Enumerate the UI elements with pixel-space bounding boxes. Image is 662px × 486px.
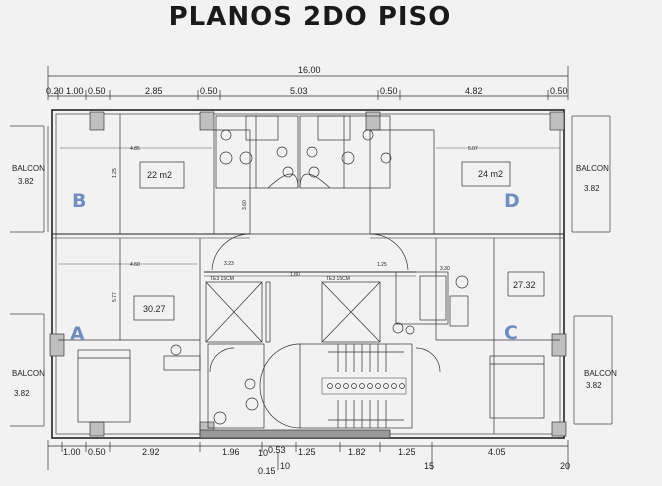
dim-top-3: 0.50 [88, 86, 106, 96]
dim-top-5: 0.50 [200, 86, 218, 96]
columns [49, 111, 567, 437]
dim-total: 16.00 [298, 65, 321, 75]
dim-top-9: 0.50 [550, 86, 568, 96]
dim-top-8: 4.82 [465, 86, 483, 96]
dim-bottom-11: 0.15 [258, 466, 276, 476]
dim-small-7: 3.60 [242, 200, 248, 210]
dim-small-10: 1.25 [377, 262, 387, 268]
dim-bottom-7: 1.25 [298, 447, 316, 457]
unit-c-area: 27.32 [513, 280, 536, 290]
dim-small-3: 4.60 [130, 262, 140, 268]
dim-small-2: 5.07 [468, 146, 478, 152]
unit-d-area: 24 m2 [478, 169, 503, 179]
balcon-bottom-left-label: BALCON [12, 369, 45, 378]
dim-top-4: 2.85 [145, 86, 163, 96]
dim-top-1: 0.20 [46, 86, 64, 96]
balcon-bottom-right-label: BALCON [584, 369, 617, 378]
unit-b-area: 22 m2 [147, 170, 172, 180]
dim-top-7: 0.50 [380, 86, 398, 96]
balcon-top-right-label: BALCON [576, 164, 609, 173]
page-title: PLANOS 2DO PISO [168, 2, 452, 32]
dim-bottom-14: 20 [560, 461, 570, 471]
dim-bottom-2: 0.50 [88, 447, 106, 457]
dim-small-4: 1.25 [112, 168, 118, 178]
dim-bottom-3: 2.92 [142, 447, 160, 457]
bottom-dimensions [47, 429, 569, 470]
unit-b-walls [60, 114, 251, 234]
dim-bottom-9: 1.25 [398, 447, 416, 457]
dim-small-5: 3.30 [440, 266, 450, 272]
balcon-bottom-right-value: 3.82 [586, 381, 602, 390]
dim-top-2: 1.00 [66, 86, 84, 96]
dim-bottom-12: 10 [280, 461, 290, 471]
outer-walls [51, 109, 565, 439]
unit-c-letter: C [504, 322, 518, 344]
balcon-top-right-value: 3.82 [584, 184, 600, 193]
elevator-2-label: TE3 15CM [326, 276, 350, 282]
unit-b-letter: B [72, 190, 86, 212]
unit-d-walls [369, 129, 560, 234]
unit-a-area: 30.27 [143, 304, 166, 314]
dim-bottom-10: 4.05 [488, 447, 506, 457]
dim-small-6: 5.77 [112, 292, 118, 302]
balconies [10, 115, 613, 427]
dim-top-6: 5.03 [290, 86, 308, 96]
unit-a-walls [58, 238, 265, 434]
central-core [204, 233, 416, 429]
unit-d-letter: D [504, 190, 520, 212]
unit-c-walls [392, 238, 560, 434]
elevator-1-label: TE3 15CM [210, 276, 234, 282]
dim-bottom-1: 1.00 [63, 447, 81, 457]
upper-bathrooms [215, 115, 392, 189]
balcon-top-left-label: BALCON [12, 164, 45, 173]
dim-small-9: 1.80 [290, 272, 300, 278]
dim-bottom-5: 10 [258, 448, 268, 458]
dim-small-1: 4.85 [130, 146, 140, 152]
unit-a-letter: A [70, 323, 85, 345]
dim-bottom-13: 15 [424, 461, 434, 471]
dim-bottom-8: 1.82 [348, 447, 366, 457]
top-dimensions [47, 66, 569, 100]
dim-bottom-6: 0.53 [268, 445, 286, 455]
dim-bottom-4: 1.96 [222, 447, 240, 457]
dim-small-8: 3.23 [224, 261, 234, 267]
balcon-top-left-value: 3.82 [18, 177, 34, 186]
balcon-bottom-left-value: 3.82 [14, 389, 30, 398]
